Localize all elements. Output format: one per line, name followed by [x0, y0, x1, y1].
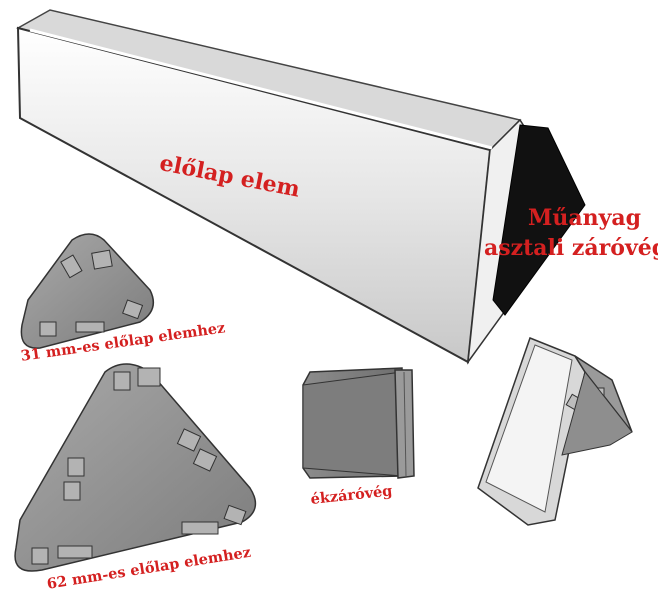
angled-end-cap — [477, 337, 633, 526]
grey-cap-31mm — [20, 233, 155, 349]
corner-cap-block — [302, 367, 415, 479]
label-plastic-endcap-line2: asztali záróvég — [484, 235, 658, 261]
black-end-cap — [492, 124, 586, 316]
grey-cap-62mm — [14, 363, 257, 572]
label-plastic-endcap-line1: Műanyag — [528, 205, 642, 231]
front-profile-element — [16, 9, 586, 365]
